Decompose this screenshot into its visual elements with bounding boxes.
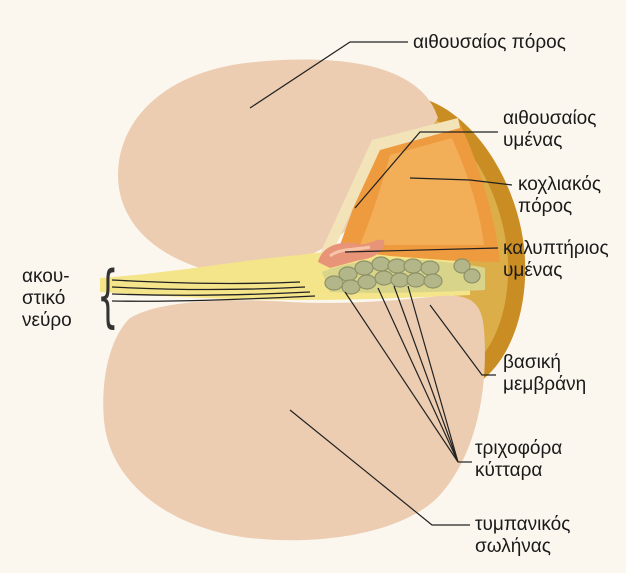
hair-cell — [358, 275, 376, 289]
hair-cell — [404, 259, 422, 273]
hair-cell — [407, 273, 425, 287]
label-line: αιθουσαίος — [503, 108, 596, 130]
label-line: μεμβράνη — [503, 374, 586, 396]
hair-cell — [342, 280, 360, 294]
label-line: πόρος — [518, 196, 601, 218]
label-hair-cells: τριχοφόρα κύτταρα — [475, 438, 562, 482]
acoustic-nerve-brace: { — [97, 263, 119, 331]
label-line: βασική — [503, 352, 586, 374]
hair-cell — [372, 257, 390, 271]
label-vestibular-duct: αιθουσαίος πόρος — [413, 32, 566, 54]
label-line: υμένας — [503, 260, 609, 282]
hair-cell — [339, 267, 357, 281]
label-line: κοχλιακός — [518, 174, 601, 196]
label-acoustic-nerve: ακου- στικό νεύρο — [22, 266, 72, 332]
label-vestibular-membrane: αιθουσαίος υμένας — [503, 108, 596, 152]
label-vestibular-duct-text: αιθουσαίος πόρος — [413, 32, 566, 54]
label-cochlear-duct: κοχλιακός πόρος — [518, 174, 601, 218]
label-line: καλυπτήριος — [503, 238, 609, 260]
label-line: σωλήνας — [475, 536, 570, 558]
label-line: τυμπανικός — [475, 514, 570, 536]
hair-cell — [375, 271, 393, 285]
hair-cell — [421, 261, 439, 275]
label-line: κύτταρα — [475, 460, 562, 482]
label-line: ακου- — [22, 266, 72, 288]
hair-cell — [388, 259, 406, 273]
hair-cell — [355, 261, 373, 275]
label-line: υμένας — [503, 130, 596, 152]
tympanic-duct-shape — [103, 296, 485, 541]
label-line: τριχοφόρα — [475, 438, 562, 460]
label-tectorial-membrane: καλυπτήριος υμένας — [503, 238, 609, 282]
hair-cell — [464, 269, 480, 283]
label-tympanic-duct: τυμπανικός σωλήνας — [475, 514, 570, 558]
label-basilar-membrane: βασική μεμβράνη — [503, 352, 586, 396]
label-line: στικό — [22, 288, 72, 310]
hair-cell — [424, 274, 442, 288]
hair-cell — [391, 273, 409, 287]
label-line: νεύρο — [22, 310, 72, 332]
